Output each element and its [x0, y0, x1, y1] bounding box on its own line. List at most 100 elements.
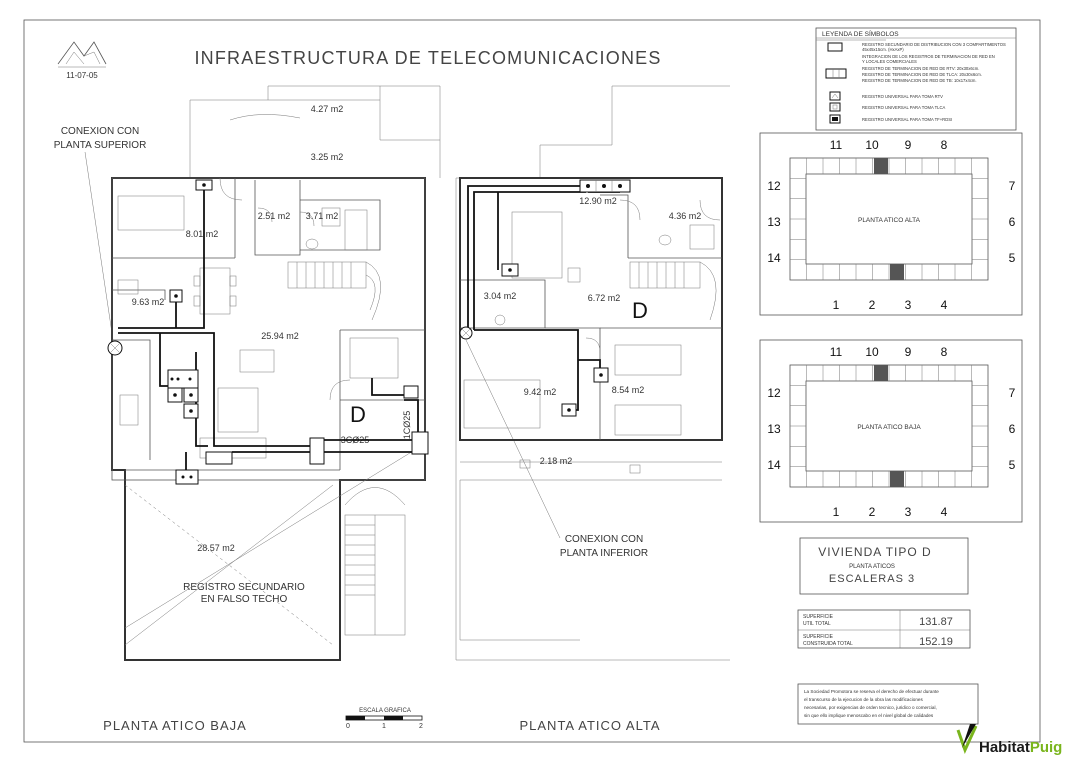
area-left-1: 4.27 m2 [311, 104, 344, 114]
notice-line-3: necesarias, por exigencias de orden tecn… [804, 705, 937, 710]
key-plan-number-top: 11 [830, 345, 843, 359]
area-right-5: 9.42 m2 [524, 387, 557, 397]
key-plan-number-bottom: 3 [905, 505, 912, 519]
notice-line-4: sin que ello implique menoscabo en el ni… [804, 713, 934, 718]
key-plan-number-left: 14 [767, 251, 781, 265]
scale-tick-2: 2 [419, 723, 423, 730]
key-plan-number-bottom: 4 [941, 298, 948, 312]
key-plan-highlight-top [874, 158, 888, 174]
scale-title: ESCALA GRAFICA [359, 708, 411, 714]
key-plan-label: PLANTA ATICO ALTA [858, 217, 921, 224]
svg-text:HabitatPuig: HabitatPuig [979, 739, 1062, 756]
key-plan-number-top: 8 [941, 138, 948, 152]
socket-icon-l4 [205, 451, 233, 465]
secondary-register-icon-left [411, 431, 429, 455]
key-plan-number-top: 10 [865, 345, 879, 359]
scale-bar: ESCALA GRAFICA 0 1 2 [345, 708, 423, 730]
key-plan-number-top: 9 [905, 138, 912, 152]
plan-atico-alta: D [455, 85, 730, 661]
upper-connection-label-1: CONEXION CON [61, 126, 139, 137]
key-plan-highlight-bottom [890, 264, 904, 280]
plan-label-left: PLANTA ATICO BAJA [103, 718, 247, 733]
key-plan-number-top: 10 [865, 138, 879, 152]
symbol-legend: LEYENDA DE SÍMBOLOS REGISTRO SECUNDARIO … [815, 27, 1017, 131]
key-plan-number-left: 14 [767, 458, 781, 472]
wiring-left [107, 179, 429, 485]
key-plan-number-right: 7 [1009, 179, 1016, 193]
key-plan-number-right: 5 [1009, 251, 1016, 265]
legend-row-1-line-2: 45x45x15cm. (HxAxP) [862, 47, 904, 52]
plan-label-right: PLANTA ATICO ALTA [519, 718, 660, 733]
lower-connection-label-2: PLANTA INFERIOR [560, 548, 648, 559]
surface-1-value: 131.87 [919, 616, 953, 628]
area-right-3: 3.04 m2 [484, 291, 517, 301]
key-plan-number-left: 12 [767, 386, 781, 400]
title-block: VIVIENDA TIPO D PLANTA ATICOS ESCALERAS … [797, 537, 979, 725]
upper-connection-label-2: PLANTA SUPERIOR [54, 140, 147, 151]
legend-row-4: REGISTRO UNIVERSAL PARA TOMA TLCA [862, 105, 946, 110]
brand-suffix: Puig [1030, 739, 1063, 756]
key-plan-number-bottom: 3 [905, 298, 912, 312]
plan-atico-baja: D 1CØ25 3CØ25 [111, 85, 441, 661]
surface-1-label-1: SUPERFICIE [803, 614, 834, 620]
area-left-8: 28.57 m2 [197, 543, 235, 553]
key-plan-number-bottom: 2 [869, 505, 876, 519]
notice-line-2: el transcurso de la ejecucion de la obra… [804, 697, 923, 702]
area-left-4: 2.51 m2 [258, 211, 291, 221]
key-plan-label: PLANTA ATICO BAJA [857, 424, 921, 431]
key-plan-number-right: 6 [1009, 215, 1016, 229]
tlca-socket-icon [829, 102, 841, 112]
area-right-7: 2.18 m2 [540, 456, 573, 466]
key-plan-number-bottom: 2 [869, 298, 876, 312]
legend-row-1-line-4: Y LOCALES COMERCIALES [862, 59, 917, 64]
key-plan-number-top: 9 [905, 345, 912, 359]
socket-icon-l7 [403, 385, 419, 399]
key-plan-number-top: 8 [941, 345, 948, 359]
unit-letter-left: D [350, 402, 366, 427]
secondary-register-label-2: EN FALSO TECHO [201, 594, 288, 605]
termination-box-icon-l1 [167, 369, 199, 389]
lower-connection-label-1: CONEXION CON [565, 534, 643, 545]
key-plan-number-left: 12 [767, 179, 781, 193]
architect-logo-icon [57, 41, 107, 68]
housing-stairs: ESCALERAS 3 [829, 573, 915, 585]
unit-letter-right: D [632, 298, 648, 323]
secondary-register-icon [827, 42, 843, 52]
key-plan-number-right: 6 [1009, 422, 1016, 436]
area-left-7: 25.94 m2 [261, 331, 299, 341]
brand-prefix: Habitat [979, 739, 1030, 756]
area-left-3: 8.01 m2 [186, 229, 219, 239]
sheet-date: 11-07-05 [66, 71, 98, 80]
housing-floor: PLANTA ATICOS [849, 564, 895, 570]
key-plan-number-bottom: 1 [833, 298, 840, 312]
habitat-puig-logo: HabitatPuig [956, 724, 1062, 756]
legend-row-2-line-1: REGISTRO DE TERMINACION DE RED DE RTV: 2… [862, 66, 979, 71]
wiring-right [459, 179, 631, 417]
legend-row-2-line-2: REGISTRO DE TERMINACION DE RED DE TLCA: … [862, 72, 982, 77]
key-plan-number-bottom: 4 [941, 505, 948, 519]
legend-title: LEYENDA DE SÍMBOLOS [822, 29, 899, 38]
brand-check-icon [956, 725, 978, 755]
surface-1-label-2: UTIL TOTAL [803, 621, 831, 627]
key-plan-number-left: 13 [767, 215, 781, 229]
notice-line-1: La Sociedad Promotora se reserva el dere… [804, 689, 939, 694]
sheet-border [23, 19, 1041, 743]
legend-row-5: REGISTRO UNIVERSAL PARA TOMA TF+RDSI [862, 117, 952, 122]
scale-tick-0: 0 [346, 723, 350, 730]
key-plan-number-top: 11 [830, 138, 843, 152]
area-left-5: 3.71 m2 [306, 211, 339, 221]
legend-row-3: REGISTRO UNIVERSAL PARA TOMA RTV [862, 94, 943, 99]
socket-icon-l6 [175, 469, 199, 485]
legend-row-1-line-1: REGISTRO SECUNDARIO DE DISTRIBUCION CON … [862, 42, 1006, 47]
key-plan-number-right: 5 [1009, 458, 1016, 472]
conduit-label-1: 1CØ25 [402, 411, 412, 440]
area-right-1: 12.90 m2 [579, 196, 617, 206]
secondary-register-label-1: REGISTRO SECUNDARIO [183, 582, 305, 593]
socket-icon-l5 [309, 437, 325, 465]
rtv-socket-icon [829, 91, 841, 101]
legend-row-1-line-3: INTEGRACION DE LOS REGISTROS DE TERMINAC… [862, 54, 995, 59]
upper-connection-leader [84, 151, 114, 341]
